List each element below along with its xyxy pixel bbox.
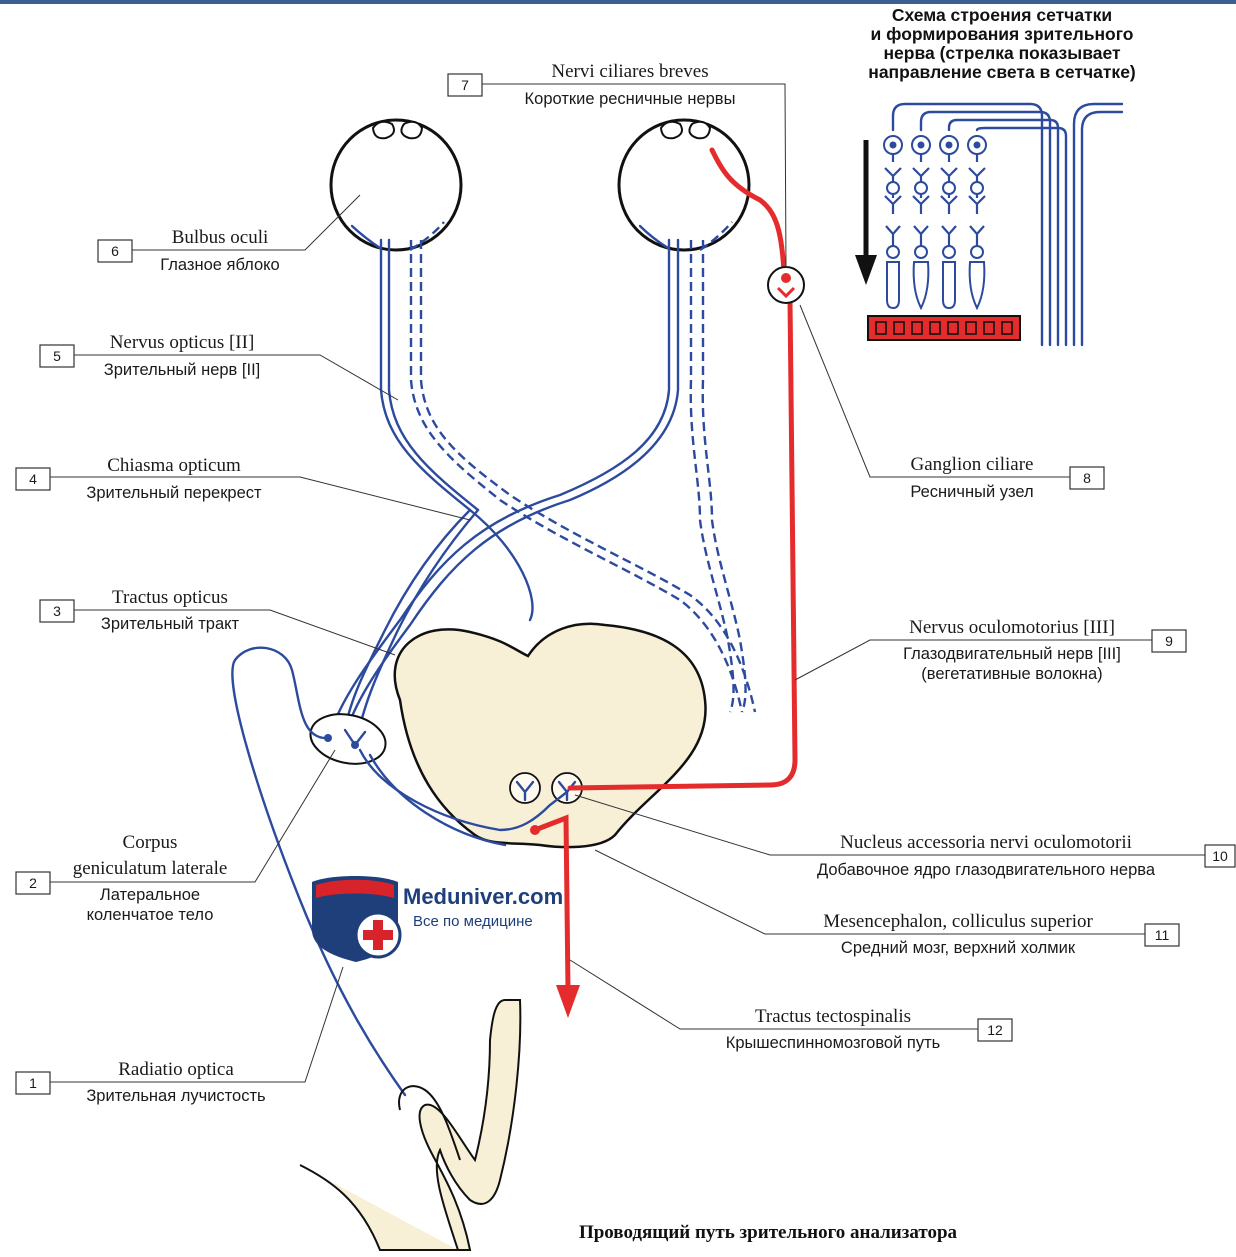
label-7-latin: Nervi ciliares breves [551,61,708,82]
pigment-cell [912,322,922,334]
ciliary-ganglion-neuron [781,273,791,283]
photoreceptor-nucleus [943,246,955,258]
label-2-russian-2: коленчатое тело [87,906,214,924]
number-8: 8 [1083,470,1091,486]
label-1-latin: Radiatio optica [118,1059,234,1080]
number-12: 12 [987,1022,1003,1038]
retina-column [884,136,902,308]
retina-title-line-4: направление света в сетчатке) [868,62,1136,82]
bipolar-cell-body [943,182,955,194]
label-2-russian-1: Латеральное [100,886,200,904]
logo-cross-horizontal [363,930,393,940]
ganglion-cell-nucleus [890,142,897,149]
photoreceptor-nucleus [915,246,927,258]
ganglion-cell-nucleus [918,142,925,149]
label-4-latin: Chiasma opticum [107,455,241,476]
retina-axon-6 [1082,112,1122,345]
number-9: 9 [1165,633,1173,649]
bipolar-cell-body [887,182,899,194]
retina-axon-4 [977,128,1066,345]
ganglion-cell-nucleus [946,142,953,149]
cone-outer-segment [970,262,985,308]
label-4-russian: Зрительный перекрест [86,484,262,502]
retina-title-line-2: и формирования зрительного [871,24,1134,44]
number-10: 10 [1212,848,1228,864]
number-6: 6 [111,243,119,259]
retina-column [912,136,930,308]
bipolar-cell [969,154,985,248]
label-9-latin: Nervus oculomotorius [III] [909,617,1115,638]
pigment-cell [966,322,976,334]
label-10-latin: Nucleus accessoria nervi oculomotorii [840,832,1132,853]
lateral-geniculate-body [306,708,390,771]
bipolar-cell-body [915,182,927,194]
label-6-russian: Глазное яблоко [160,256,279,274]
bipolar-cell [885,154,901,248]
label-2-latin-1: Corpus [123,832,178,853]
bipolar-cell-body [971,182,983,194]
label-5-russian: Зрительный нерв [II] [104,361,261,379]
label-12-russian: Крышеспинномозговой путь [726,1034,941,1052]
ganglion-cell-nucleus [974,142,981,149]
right-eyeball [619,120,749,250]
label-1-russian: Зрительная лучистость [86,1087,265,1105]
number-1: 1 [29,1075,37,1091]
pigment-cell [894,322,904,334]
left-eyeball [331,120,461,250]
bipolar-cell [941,154,957,248]
bipolar-cell [913,154,929,248]
pigment-cell [948,322,958,334]
photoreceptor-nucleus [971,246,983,258]
watermark-name: Meduniver.com [403,884,563,909]
retina-title-line-3: нерва (стрелка показывает [883,43,1121,63]
label-9-russian-2: (вегетативные волокна) [921,665,1102,683]
label-11-latin: Mesencephalon, colliculus superior [823,911,1093,932]
tectospinal-arrowhead [556,985,580,1018]
rod-outer-segment [887,262,899,308]
number-7: 7 [461,77,469,93]
pigment-cell [984,322,994,334]
number-4: 4 [29,471,37,487]
number-5: 5 [53,348,61,364]
label-9-russian-1: Глазодвигательный нерв [III] [903,645,1121,663]
meduniver-logo: Meduniver.com Все по медицине [312,876,563,962]
watermark-tagline: Все по медицине [413,913,533,930]
label-11-russian: Средний мозг, верхний холмик [841,939,1076,957]
rod-outer-segment [943,262,955,308]
number-3: 3 [53,603,61,619]
label-10-russian: Добавочное ядро глазодвигательного нерва [817,861,1156,879]
label-8-russian: Ресничный узел [910,483,1033,501]
number-2: 2 [29,875,37,891]
light-direction-arrowhead [855,255,877,285]
label-8-latin: Ganglion ciliare [911,454,1034,475]
label-7-russian: Короткие ресничные нервы [525,90,736,108]
label-5-latin: Nervus opticus [II] [110,332,255,353]
figure-caption: Проводящий путь зрительного анализатора [579,1222,958,1243]
colliculus-neuron [530,825,540,835]
retina-scheme-title: Схема строения сетчатки и формирования з… [868,5,1136,82]
pigment-cell [1002,322,1012,334]
retina-cell-columns [884,136,986,308]
label-2-latin-2: geniculatum laterale [73,858,228,879]
label-6-latin: Bulbus oculi [172,227,269,248]
cone-outer-segment [914,262,929,308]
occipital-cortex [300,1000,520,1250]
pigment-epithelium [868,316,1020,340]
pigment-cell [930,322,940,334]
retina-title-line-1: Схема строения сетчатки [892,5,1112,25]
label-3-russian: Зрительный тракт [101,615,240,633]
label-12-latin: Tractus tectospinalis [755,1006,911,1027]
pigment-cell [876,322,886,334]
retina-column [968,136,986,308]
number-11: 11 [1155,927,1170,943]
photoreceptor-nucleus [887,246,899,258]
retina-scheme [855,104,1122,345]
optic-radiation [232,648,405,1095]
retina-column [940,136,958,308]
label-3-latin: Tractus opticus [112,587,228,608]
